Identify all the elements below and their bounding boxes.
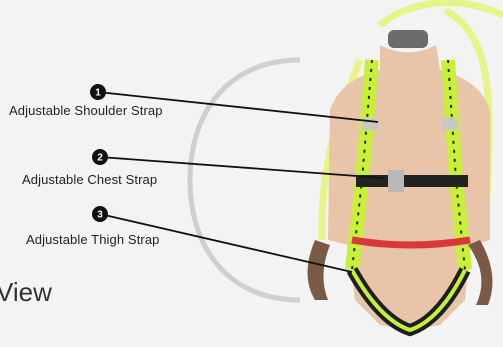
shoulder-buckle-right [442, 118, 458, 130]
callout-badge-2: 2 [92, 149, 108, 165]
view-heading: View [0, 277, 52, 308]
svg-text:1: 1 [95, 88, 101, 99]
decorative-arc [190, 60, 300, 300]
shoulder-strap-label: Adjustable Shoulder Strap [9, 103, 163, 118]
svg-text:3: 3 [97, 210, 103, 221]
callout-badge-1: 1 [90, 84, 106, 100]
chest-buckle [388, 170, 404, 192]
thigh-strap-label: Adjustable Thigh Strap [26, 232, 160, 247]
chest-strap-label: Adjustable Chest Strap [22, 172, 157, 187]
callout-badge-3: 3 [92, 206, 108, 222]
svg-text:2: 2 [97, 153, 103, 164]
